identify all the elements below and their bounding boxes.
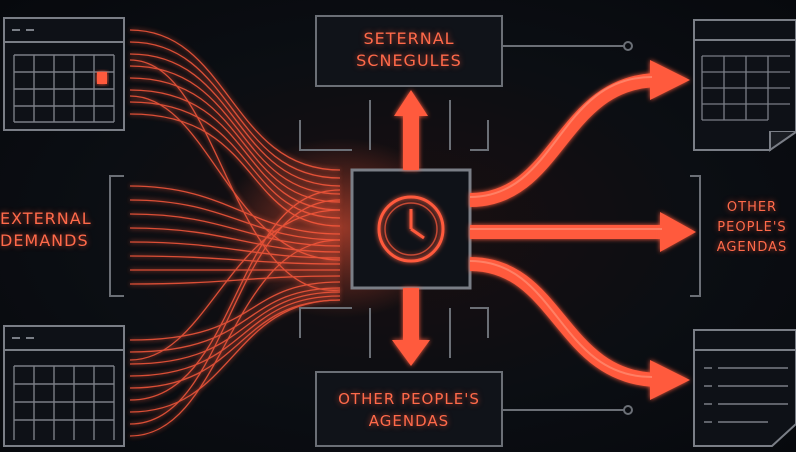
right-label-line1: OTHER [708, 198, 796, 218]
document-list-icon [694, 330, 796, 446]
left-label: EXTERNAL DEMANDS [0, 208, 108, 252]
left-label-line2: DEMANDS [0, 230, 108, 252]
bottom-box-label: OTHER PEOPLE'S AGENDAS [316, 388, 502, 432]
calendar-icon [4, 326, 124, 446]
left-label-line1: EXTERNAL [0, 208, 108, 230]
right-label-line2: PEOPLE'S [708, 218, 796, 238]
document-grid-icon [694, 20, 796, 150]
top-box-label: SETERNAL SCNEGULES [316, 28, 502, 72]
right-label-line3: AGENDAS [708, 238, 796, 258]
calendar-icon [4, 18, 124, 130]
top-box-label-line2: SCNEGULES [316, 50, 502, 72]
right-label: OTHER PEOPLE'S AGENDAS [708, 198, 796, 258]
bottom-box-label-line1: OTHER PEOPLE'S [316, 388, 502, 410]
left-bracket [110, 176, 124, 296]
bottom-box-label-line2: AGENDAS [316, 410, 502, 432]
top-box-label-line1: SETERNAL [316, 28, 502, 50]
right-bracket [690, 176, 700, 296]
